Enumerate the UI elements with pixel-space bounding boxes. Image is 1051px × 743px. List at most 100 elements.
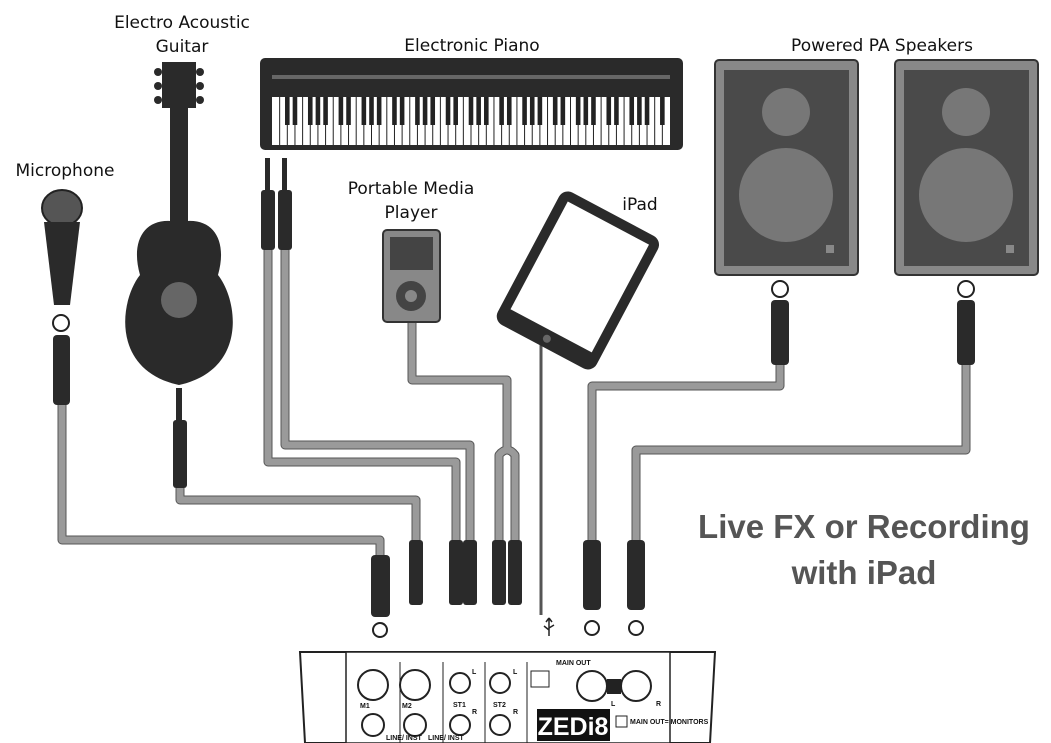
usb-icon: [543, 617, 555, 636]
mixer-jack-plug: [449, 540, 463, 605]
line-inst-label-m2: LINE/ INST: [428, 735, 465, 742]
black-key: [560, 97, 566, 125]
mic-xlr-connector-icon: [52, 314, 70, 332]
mixer-main-out-r-plug: [627, 540, 645, 610]
piano-jack-plug-left: [261, 190, 275, 250]
main-out-monitors-switch[interactable]: [615, 715, 628, 728]
speaker-left-xlr-icon: [771, 280, 789, 298]
main-out-r-label: R: [656, 701, 661, 708]
speakers-label: Powered PA Speakers: [791, 36, 973, 56]
ipad-label: iPad: [622, 195, 657, 215]
microphone-label: Microphone: [16, 161, 115, 181]
st1-right-label: R: [472, 709, 477, 716]
black-key: [376, 97, 382, 125]
speaker-right-xlr-plug: [957, 300, 975, 365]
black-key: [468, 97, 474, 125]
mixer-jack-plug: [463, 540, 477, 605]
guitar-label-line2: Guitar: [156, 37, 209, 57]
black-key: [552, 97, 558, 125]
mixer-xlr-icon: [584, 620, 600, 636]
black-key: [522, 97, 527, 125]
main-out-monitors-label: MAIN OUT= MONITORS: [630, 719, 709, 726]
plugs: [52, 158, 975, 638]
main-out-l-label: L: [611, 701, 616, 708]
piano-jack-tip-right: [282, 158, 287, 192]
media-player-cable: [408, 320, 519, 545]
headline-line2: with iPad: [791, 554, 937, 591]
guitar-jack-plug: [173, 420, 187, 488]
media-player-label-line2: Player: [385, 203, 438, 223]
black-key: [629, 97, 635, 125]
black-key: [315, 97, 321, 125]
black-key: [453, 97, 458, 125]
black-key: [591, 97, 596, 125]
st2-label: ST2: [493, 702, 506, 709]
mixer-m1-xlr-plug: [371, 555, 390, 617]
black-key: [644, 97, 650, 125]
st1-label: ST1: [453, 702, 466, 709]
speaker-right-cable: [632, 365, 970, 545]
portable-media-player: Portable Media Player: [348, 179, 475, 323]
main-out-label: MAIN OUT: [556, 660, 591, 667]
speaker-left: [714, 59, 859, 276]
black-key: [399, 97, 405, 125]
line-inst-label-m1: LINE/ INST: [386, 735, 423, 742]
piano-jack-plug-right: [278, 190, 292, 250]
piano-jack-tip-left: [265, 158, 270, 192]
black-key: [392, 97, 397, 125]
mixer-jack-plug: [508, 540, 522, 605]
headline: Live FX or Recording with iPad: [698, 508, 1030, 591]
black-key: [614, 97, 619, 125]
speaker-left-cable: [588, 365, 784, 545]
mixer-main-out-l-plug: [583, 540, 601, 610]
mixer-xlr-icon: [628, 620, 644, 636]
speaker-left-xlr-plug: [771, 300, 789, 365]
black-key: [575, 97, 581, 125]
microphone: Microphone: [16, 161, 115, 305]
black-key: [323, 97, 328, 125]
black-key: [476, 97, 481, 125]
black-key: [484, 97, 489, 125]
st2-left-label: L: [513, 669, 518, 676]
piano-label: Electronic Piano: [404, 36, 539, 56]
mic-xlr-plug: [53, 335, 70, 405]
black-key: [369, 97, 374, 125]
mixer-xlr-icon: [372, 622, 388, 638]
black-key: [430, 97, 436, 125]
cables: [57, 250, 971, 615]
black-key: [422, 97, 428, 125]
black-key: [529, 97, 535, 125]
speaker-right-xlr-icon: [957, 280, 975, 298]
black-key: [346, 97, 351, 125]
black-key: [338, 97, 344, 125]
black-key: [445, 97, 451, 125]
speaker-right: [894, 59, 1039, 276]
powered-pa-speakers: Powered PA Speakers: [714, 36, 1039, 276]
m2-label: M2: [402, 703, 412, 710]
m1-label: M1: [360, 703, 370, 710]
black-key: [637, 97, 642, 125]
ipad: iPad: [496, 191, 660, 370]
black-key: [606, 97, 612, 125]
st1-left-label: L: [472, 669, 477, 676]
black-key: [292, 97, 298, 125]
black-key: [415, 97, 420, 125]
guitar-cable: [176, 488, 420, 545]
black-key: [499, 97, 504, 125]
media-player-label-line1: Portable Media: [348, 179, 475, 199]
black-key: [307, 97, 313, 125]
black-key: [506, 97, 512, 125]
st2-right-label: R: [513, 709, 518, 716]
black-key: [361, 97, 367, 125]
piano-left-cable: [264, 250, 460, 545]
black-key: [660, 97, 665, 125]
black-key: [537, 97, 543, 125]
black-key: [583, 97, 589, 125]
guitar-label-line1: Electro Acoustic: [114, 13, 250, 33]
mixer-m2-jack-plug: [409, 540, 423, 605]
headline-line1: Live FX or Recording: [698, 508, 1030, 545]
piano-right-cable: [281, 250, 474, 545]
electronic-piano: Electronic Piano: [260, 36, 683, 150]
zedi8-logo: ZEDi8: [538, 713, 609, 741]
